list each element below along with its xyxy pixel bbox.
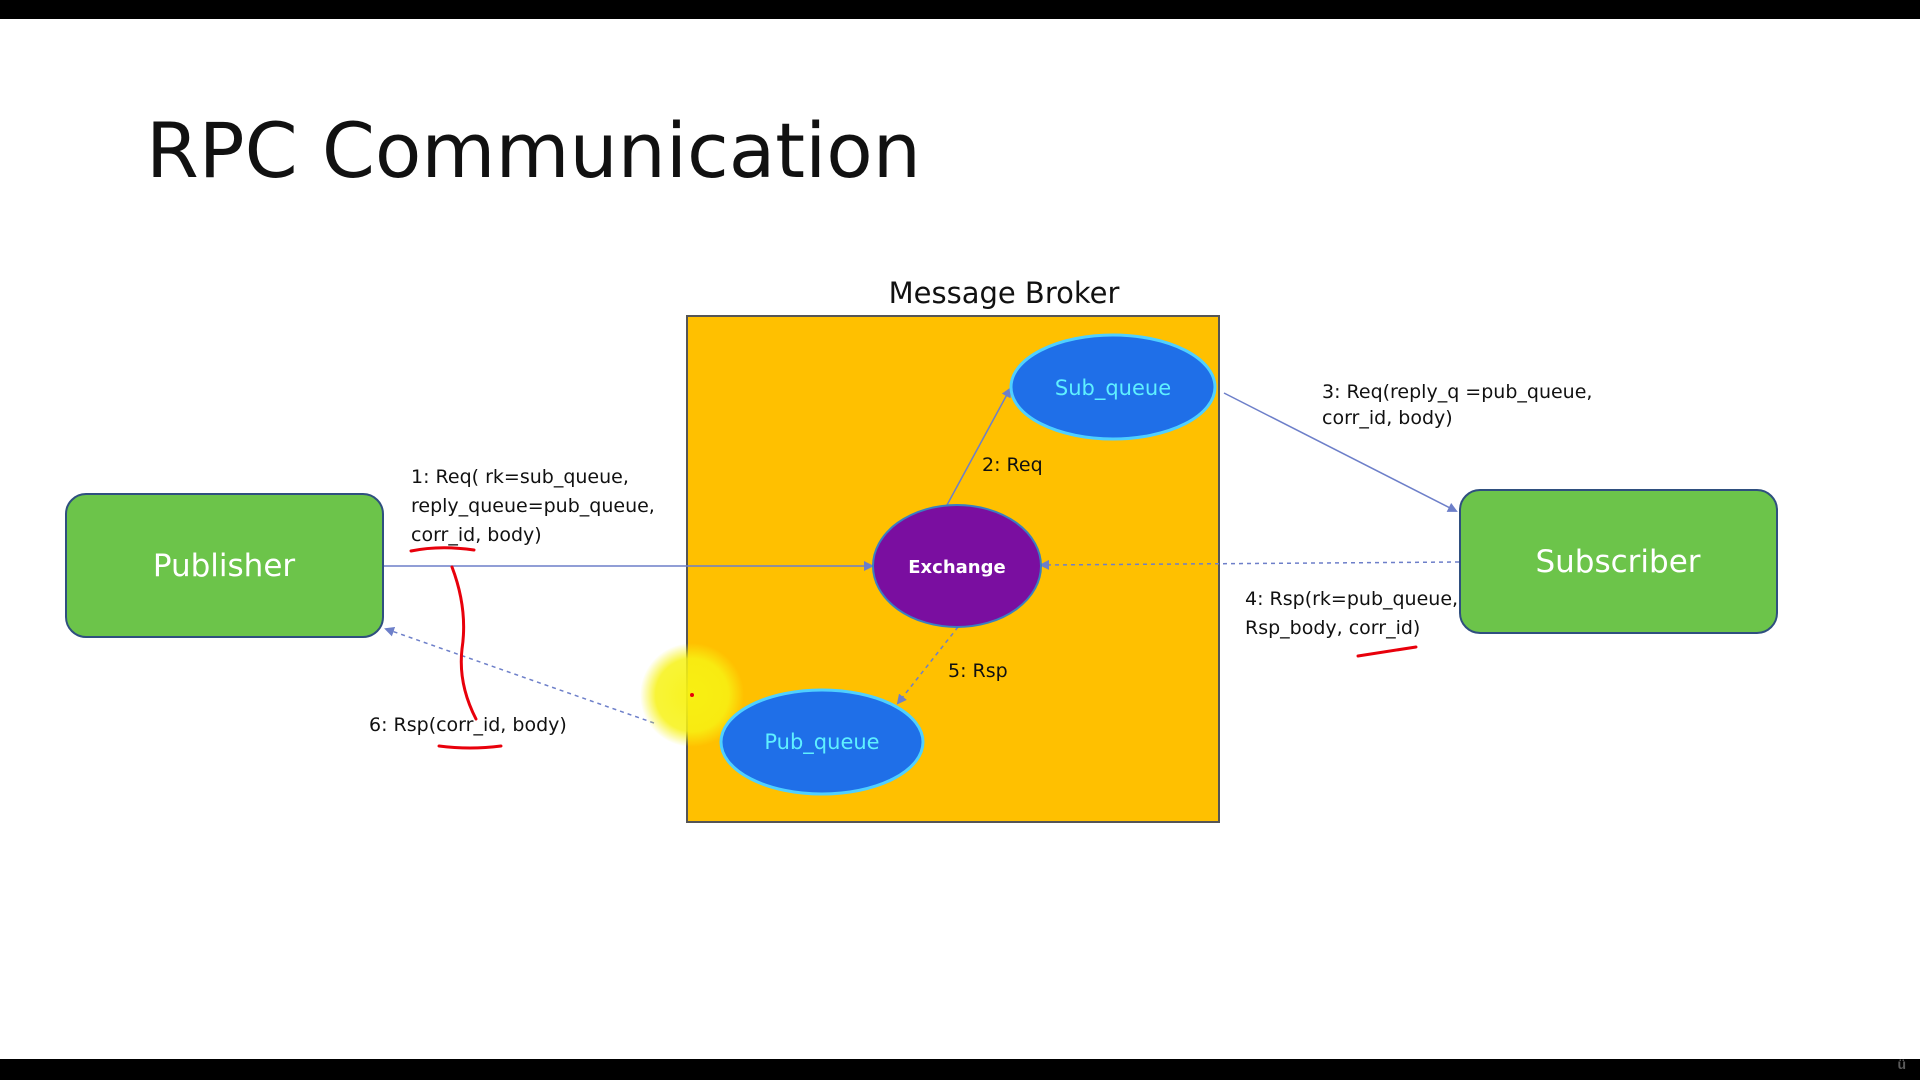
step4-label: 4: Rsp(rk=pub_queue, Rsp_body, corr_id) <box>1245 588 1464 639</box>
slide-title: RPC Communication <box>146 106 921 195</box>
step6-label: 6: Rsp(corr_id, body) <box>369 714 567 736</box>
rpc-diagram: RPC Communication Message Broker Publish… <box>65 106 1778 823</box>
arrow-exchange-to-pub-queue <box>896 626 959 705</box>
red-underline-corr-id-step6 <box>437 744 503 750</box>
slide: RPC Communication Message Broker Publish… <box>0 19 1920 1059</box>
subscriber-label: Subscriber <box>1535 544 1700 580</box>
exchange-label: Exchange <box>908 557 1005 578</box>
arrow-exchange-to-sub-queue <box>946 387 1011 506</box>
message-broker-label: Message Broker <box>889 276 1120 310</box>
udemy-logo-icon: ü <box>1897 1056 1906 1072</box>
arrow-subscriber-to-exchange <box>1039 559 1460 570</box>
sub-queue-label: Sub_queue <box>1055 376 1171 401</box>
arrow-sub-queue-to-subscriber <box>1223 392 1458 512</box>
step3-label: 3: Req(reply_q =pub_queue, corr_id, body… <box>1322 381 1599 429</box>
subscriber-node <box>1459 489 1778 634</box>
exchange-node <box>872 504 1042 628</box>
publisher-node <box>65 493 384 638</box>
red-connector-stroke <box>450 565 478 721</box>
pub-queue-label: Pub_queue <box>764 730 879 755</box>
step5-label: 5: Rsp <box>948 660 1008 682</box>
pointer-dot <box>690 693 694 697</box>
step2-label: 2: Req <box>982 454 1043 476</box>
sub-queue-node <box>1009 333 1217 441</box>
arrow-pub-queue-to-publisher <box>384 626 655 724</box>
pub-queue-node <box>719 688 925 796</box>
red-underline-corr-id-step1 <box>409 546 476 553</box>
red-underline-corr-id-step4 <box>1356 645 1418 658</box>
publisher-label: Publisher <box>153 548 296 584</box>
step1-label: 1: Req( rk=sub_queue, reply_queue=pub_qu… <box>411 466 661 546</box>
